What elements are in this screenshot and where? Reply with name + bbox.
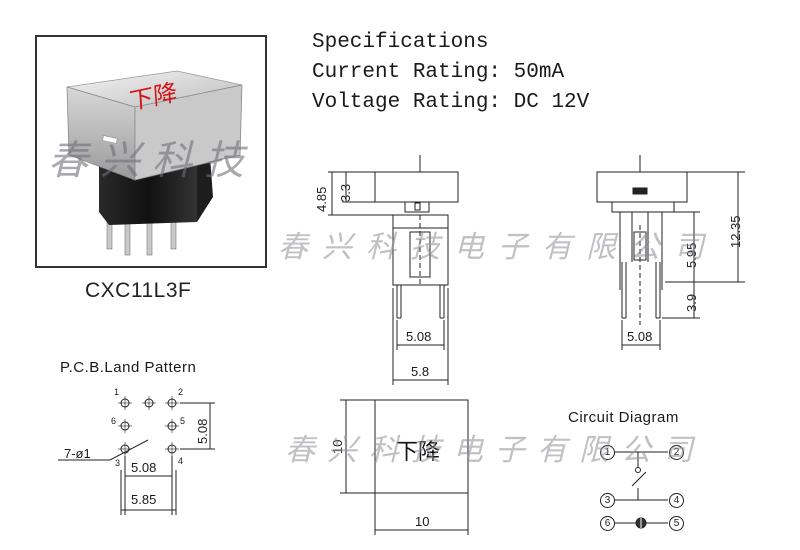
circuit-title: Circuit Diagram <box>568 409 679 426</box>
pcb-pin-1: 1 <box>114 387 120 397</box>
switch-photo <box>66 70 243 256</box>
pcb-dim-508-vertical: 5.08 <box>195 418 210 444</box>
circuit-diagram-drawing <box>614 451 668 529</box>
circuit-node-5: 5 <box>669 516 684 531</box>
circuit-node-1: 1 <box>600 445 615 460</box>
pcb-hole-label: 7-ø1 <box>64 446 91 461</box>
circuit-node-4: 4 <box>669 493 684 508</box>
front-dim-595-label: 5.95 <box>684 242 699 268</box>
circuit-node-3: 3 <box>600 493 615 508</box>
circuit-node-2: 2 <box>669 445 684 460</box>
circuit-node-6: 6 <box>600 516 615 531</box>
top-dim-10-horizontal: 10 <box>415 514 430 529</box>
pcb-pin-6: 6 <box>111 416 117 426</box>
spec-current-rating: Current Rating: 50mA <box>312 61 565 84</box>
pcb-land-pattern-drawing <box>58 396 215 515</box>
pcb-dim-508-horizontal: 5.08 <box>131 460 157 475</box>
pcb-dim-585: 5.85 <box>131 492 157 507</box>
product-photo-frame: 下降 <box>35 35 267 268</box>
spec-voltage-rating: Voltage Rating: DC 12V <box>312 91 590 114</box>
model-number: CXC11L3F <box>85 279 192 302</box>
front-dim-508-label: 5.08 <box>627 329 653 344</box>
side-dim-33-label: 3.3 <box>338 183 353 202</box>
top-dim-10-vertical: 10 <box>330 439 345 454</box>
front-dim-1235-label: 12.35 <box>728 215 743 248</box>
pcb-title: P.C.B.Land Pattern <box>60 359 197 376</box>
side-dim-508-label: 5.08 <box>406 329 432 344</box>
pcb-pin-4: 4 <box>178 456 184 466</box>
pcb-pin-3: 3 <box>115 458 121 468</box>
pcb-pin-2: 2 <box>178 387 184 397</box>
top-view-drawing <box>340 399 469 535</box>
top-view-cap-label: 下降 <box>396 440 441 465</box>
front-dim-39-label: 3.9 <box>684 293 699 312</box>
side-dim-58-label: 5.8 <box>411 364 430 379</box>
front-view-drawing <box>596 155 745 350</box>
spec-heading: Specifications <box>312 31 489 54</box>
side-dim-485-label: 4.85 <box>314 186 329 212</box>
pcb-pin-5: 5 <box>180 416 186 426</box>
side-view-drawing <box>328 155 459 385</box>
